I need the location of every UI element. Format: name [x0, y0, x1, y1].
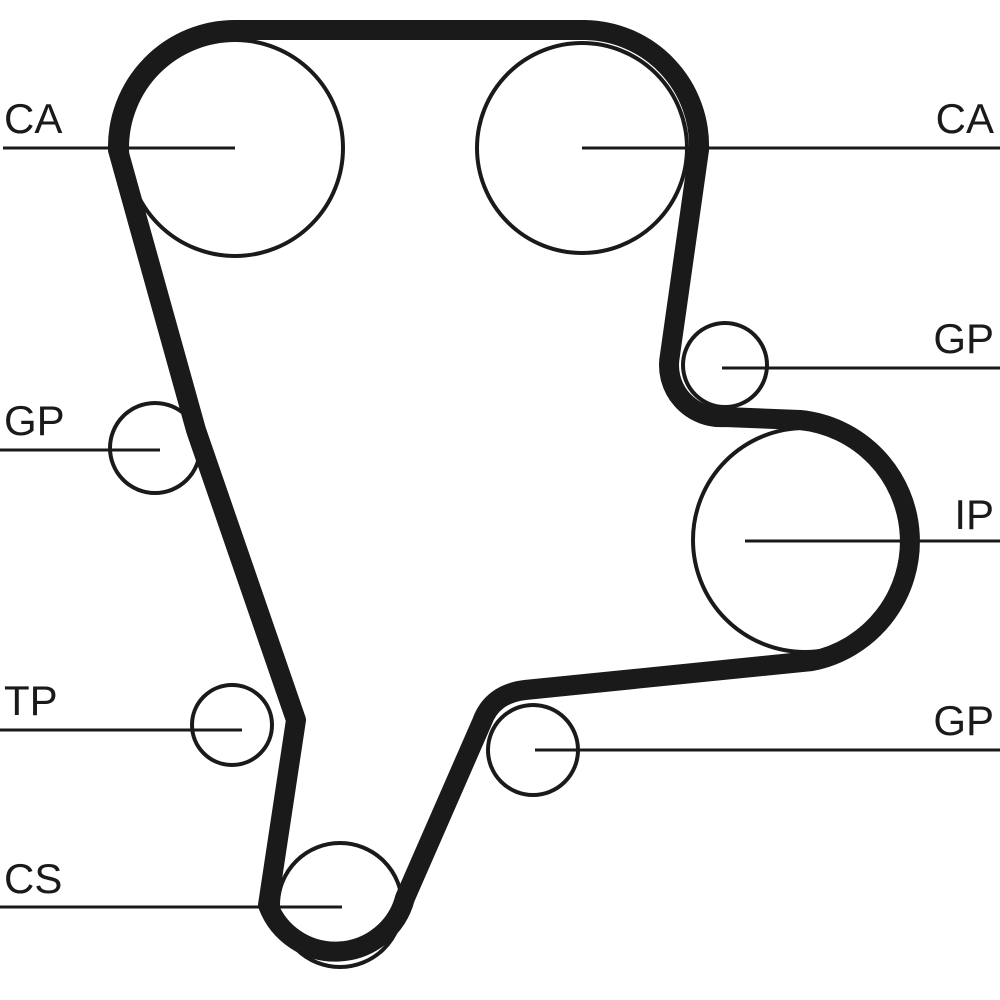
timing-belt — [107, 20, 920, 962]
label-camshaft-right: CA — [935, 95, 994, 142]
label-guide-right-upper: GP — [933, 315, 994, 362]
label-tensioner: TP — [4, 677, 58, 724]
label-crankshaft: CS — [4, 855, 63, 902]
pulley-tensioner — [190, 683, 274, 767]
pulley-guide-right-upper — [681, 321, 769, 409]
label-guide-right-lower: GP — [933, 697, 994, 744]
label-idler: IP — [954, 491, 994, 538]
label-camshaft-left: CA — [4, 95, 63, 142]
label-guide-left: GP — [4, 397, 65, 444]
